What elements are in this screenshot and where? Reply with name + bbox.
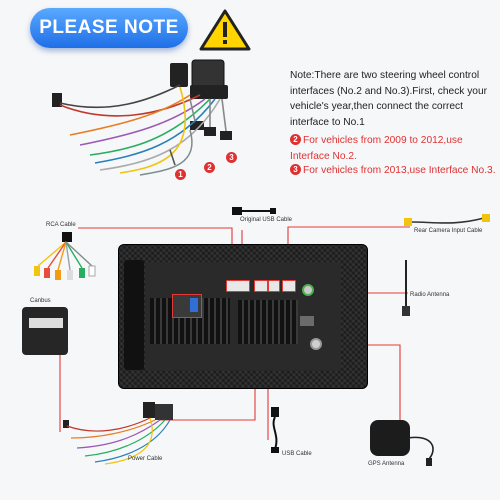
note-item-2-number: 2 <box>290 134 301 145</box>
radio-antenna-label: Radio Antenna <box>410 292 450 298</box>
connector-usb-original[interactable] <box>226 280 250 292</box>
ground-screw <box>300 316 314 326</box>
note-paragraph: Note:There are two steering wheel contro… <box>290 70 488 128</box>
usb-cable-illustration <box>271 407 279 453</box>
gps-antenna-module <box>370 420 410 456</box>
canbus-box <box>22 307 68 355</box>
harness-marker-1: 1 <box>175 169 186 180</box>
connector-camera[interactable] <box>282 280 296 292</box>
gps-port[interactable] <box>310 338 322 350</box>
rear-camera-cable-illustration <box>404 214 490 226</box>
harness-marker-2: 2 <box>204 162 215 173</box>
rear-camera-label: Rear Camera Input Cable <box>414 228 483 234</box>
gps-cable-illustration <box>407 436 434 466</box>
rca-cable-label: RCA Cable <box>46 222 76 228</box>
original-usb-cable-illustration <box>232 207 276 215</box>
blue-port <box>190 298 198 312</box>
power-cable-label: Power Cable <box>128 456 163 462</box>
please-note-badge: PLEASE NOTE <box>30 8 188 48</box>
steering-harness-illustration <box>52 59 232 176</box>
heatsink-right <box>238 300 298 344</box>
note-item-3-text: For vehicles from 2013,use Interface No.… <box>303 165 496 176</box>
note-item-2-text: For vehicles from 2009 to 2012,use Inter… <box>290 135 463 162</box>
canbus-sticker <box>29 318 63 328</box>
usb-cable-label: USB Cable <box>282 451 312 457</box>
rca-cable-illustration <box>34 232 96 280</box>
power-cable-illustration <box>63 402 173 465</box>
radio-antenna-illustration <box>402 260 410 316</box>
gps-antenna-label: GPS Antenna <box>368 461 405 467</box>
radio-side-left <box>124 260 144 370</box>
original-usb-cable-label: Original USB Cable <box>240 217 293 223</box>
please-note-title: PLEASE NOTE <box>39 17 179 38</box>
connector-power[interactable] <box>254 280 268 292</box>
warning-icon <box>199 9 251 51</box>
harness-marker-3: 3 <box>226 152 237 163</box>
connector-usb[interactable] <box>268 280 280 292</box>
canbus-label: Canbus <box>30 298 51 304</box>
antenna-port[interactable] <box>302 284 314 296</box>
note-item-3-number: 3 <box>290 164 301 175</box>
